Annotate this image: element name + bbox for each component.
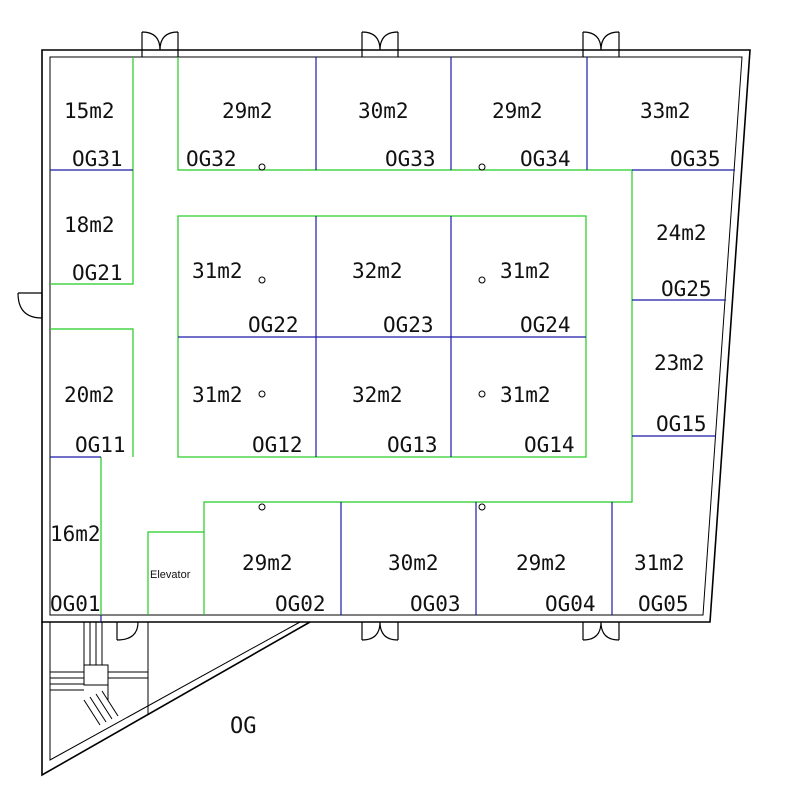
room-id: OG04	[545, 592, 596, 616]
room-id: OG22	[248, 313, 299, 337]
elevator-label: Elevator	[150, 569, 191, 581]
door-bottom-2	[582, 621, 620, 641]
room-area: 32m2	[352, 259, 403, 283]
room-area: 31m2	[500, 383, 551, 407]
room-area: 29m2	[516, 551, 567, 575]
room-id: OG15	[656, 412, 707, 436]
room-area: 31m2	[192, 259, 243, 283]
room-id: OG12	[252, 433, 303, 457]
room-id: OG31	[72, 147, 123, 171]
door-bottom-1	[361, 621, 399, 641]
room-area: 18m2	[64, 213, 115, 237]
room-id: OG02	[275, 592, 326, 616]
room-area: 15m2	[64, 99, 115, 123]
door-top-2	[361, 31, 399, 57]
door-top-1	[141, 31, 179, 57]
room-dividers	[50, 57, 735, 622]
door-left	[17, 292, 43, 319]
room-area: 32m2	[352, 383, 403, 407]
door-top-3	[582, 31, 620, 57]
room-id: OG11	[75, 433, 126, 457]
room-id: OG13	[387, 433, 438, 457]
room-area: 29m2	[242, 551, 293, 575]
room-area: 31m2	[500, 259, 551, 283]
staircase	[50, 622, 149, 726]
room-id: OG32	[186, 147, 237, 171]
room-id: OG24	[520, 313, 571, 337]
door-stair	[116, 621, 139, 641]
room-area: 16m2	[50, 522, 101, 546]
room-area: 33m2	[640, 99, 691, 123]
doors	[17, 31, 620, 641]
room-id: OG34	[520, 147, 571, 171]
room-area: 30m2	[388, 551, 439, 575]
room-id: OG23	[383, 313, 434, 337]
room-area: 23m2	[654, 351, 705, 375]
room-id: OG25	[661, 277, 712, 301]
room-area: 31m2	[634, 551, 685, 575]
room-area: 24m2	[656, 221, 707, 245]
room-area: 31m2	[192, 383, 243, 407]
room-id: OG14	[524, 433, 575, 457]
room-id: OG33	[385, 147, 436, 171]
room-id: OG03	[410, 592, 461, 616]
room-area: 20m2	[64, 383, 115, 407]
room-area: 29m2	[222, 99, 273, 123]
floor-label: OG	[230, 714, 257, 739]
room-id: OG05	[638, 592, 689, 616]
fixture-markers	[258, 163, 486, 511]
room-area: 30m2	[358, 99, 409, 123]
room-id: OG21	[72, 261, 123, 285]
room-area: 29m2	[492, 99, 543, 123]
room-labels: 15m2 OG31 29m2 OG32 30m2 OG33 29m2 OG34 …	[50, 99, 721, 616]
outer-walls	[41, 49, 751, 777]
room-id: OG01	[50, 592, 101, 616]
room-id: OG35	[670, 147, 721, 171]
